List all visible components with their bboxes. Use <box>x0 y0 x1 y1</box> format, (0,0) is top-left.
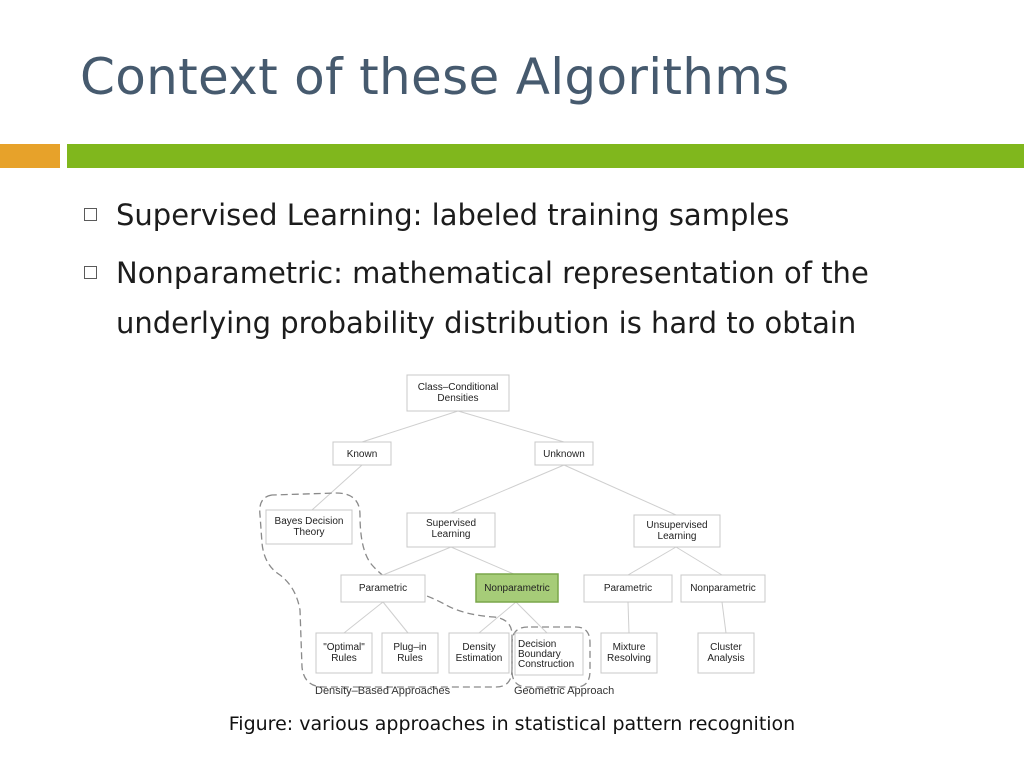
node-label: Unsupervised <box>646 520 707 531</box>
bullet-text: Supervised Learning: labeled training sa… <box>116 198 790 232</box>
node-parametric-unsupervised: Parametric <box>583 574 673 603</box>
node-label: Nonparametric <box>690 583 756 594</box>
geometric-label: Geometric Approach <box>514 685 614 697</box>
node-label: "Optimal" <box>323 642 365 653</box>
figure-caption: Figure: various approaches in statistica… <box>228 713 796 735</box>
node-box <box>680 574 766 603</box>
node-supervised-learning: Supervised Learning <box>406 512 496 548</box>
edge-unknown-unsupervised <box>563 464 677 516</box>
node-box <box>448 632 510 674</box>
edge-param2-mixture <box>627 601 630 634</box>
node-box-highlighted <box>475 573 559 603</box>
edge-unsupervised-nonparam <box>675 546 723 576</box>
node-label: Bayes Decision <box>275 516 344 527</box>
node-box <box>315 632 373 674</box>
edge-root-unknown <box>457 410 565 443</box>
node-label: Parametric <box>604 583 652 594</box>
node-unsupervised-learning: Unsupervised Learning <box>633 514 721 548</box>
node-bayes-decision-theory: Bayes Decision Theory <box>265 509 353 545</box>
node-box <box>381 632 439 674</box>
node-box <box>600 632 658 674</box>
edge-param-plugin <box>382 601 409 634</box>
node-box <box>332 441 392 466</box>
square-bullet-icon <box>84 208 97 221</box>
node-box <box>534 441 594 466</box>
edge-nonparam-density <box>478 601 517 634</box>
accent-bar-orange <box>0 144 60 168</box>
accent-bar-green <box>67 144 1024 168</box>
node-label: Class–Conditional <box>418 382 499 393</box>
geometric-region <box>511 626 591 688</box>
edge-nonparam-decision <box>515 601 548 634</box>
node-label: Supervised <box>426 518 476 529</box>
node-cluster-analysis: Cluster Analysis <box>697 632 755 674</box>
node-parametric-supervised: Parametric <box>340 574 426 603</box>
edge-supervised-param <box>382 546 452 576</box>
node-label: Nonparametric <box>484 583 550 594</box>
edge-nonparam2-cluster <box>721 601 727 634</box>
node-label: Parametric <box>359 583 407 594</box>
bullet-text: Nonparametric: mathematical representati… <box>116 256 869 340</box>
node-label: Resolving <box>607 653 651 664</box>
node-box <box>633 514 721 548</box>
node-optimal-rules: "Optimal" Rules <box>315 632 373 674</box>
bullet-list: Supervised Learning: labeled training sa… <box>84 190 1004 356</box>
node-unknown: Unknown <box>534 441 594 466</box>
node-box <box>583 574 673 603</box>
slide-title: Context of these Algorithms <box>80 48 790 106</box>
node-box <box>406 374 510 412</box>
node-label: Construction <box>518 659 574 670</box>
node-label: Densities <box>437 393 478 404</box>
node-label: Learning <box>658 531 697 542</box>
node-label: Estimation <box>456 653 503 664</box>
node-label: Rules <box>331 653 357 664</box>
density-based-label: Density–Based Approaches <box>315 685 451 697</box>
tree-nodes: Class–Conditional Densities Known Unknow… <box>265 374 766 676</box>
edge-unsupervised-param <box>627 546 677 576</box>
node-plugin-rules: Plug–in Rules <box>381 632 439 674</box>
node-class-conditional-densities: Class–Conditional Densities <box>406 374 510 412</box>
square-bullet-icon <box>84 266 97 279</box>
tree-edges <box>311 410 727 634</box>
node-label: Mixture <box>613 642 646 653</box>
node-known: Known <box>332 441 392 466</box>
node-box <box>265 509 353 545</box>
bullet-item-supervised: Supervised Learning: labeled training sa… <box>84 190 1004 240</box>
node-density-estimation: Density Estimation <box>448 632 510 674</box>
node-label: Rules <box>397 653 423 664</box>
node-box <box>340 574 426 603</box>
node-box <box>406 512 496 548</box>
node-decision-boundary-construction: Decision Boundary Construction <box>514 632 584 676</box>
edge-root-known <box>361 410 459 443</box>
edge-unknown-supervised <box>450 464 565 514</box>
node-label: Analysis <box>707 653 744 664</box>
pattern-recognition-tree: Class–Conditional Densities Known Unknow… <box>259 374 766 697</box>
node-label: Boundary <box>518 649 561 660</box>
node-nonparametric-unsupervised: Nonparametric <box>680 574 766 603</box>
node-nonparametric-supervised-highlighted: Nonparametric <box>475 573 559 603</box>
node-label: Decision <box>518 639 556 650</box>
node-label: Known <box>347 449 378 460</box>
edge-known-bayes <box>311 464 363 511</box>
node-label: Learning <box>432 529 471 540</box>
node-box <box>697 632 755 674</box>
node-label: Cluster <box>710 642 742 653</box>
node-label: Plug–in <box>393 642 426 653</box>
bullet-item-nonparametric: Nonparametric: mathematical representati… <box>84 248 1004 348</box>
edge-param-optimal <box>343 601 384 634</box>
node-box <box>514 632 584 676</box>
node-label: Unknown <box>543 449 585 460</box>
edge-supervised-nonparam <box>450 546 517 576</box>
node-label: Theory <box>293 527 324 538</box>
node-label: Density <box>462 642 495 653</box>
density-based-region <box>259 492 513 688</box>
node-mixture-resolving: Mixture Resolving <box>600 632 658 674</box>
